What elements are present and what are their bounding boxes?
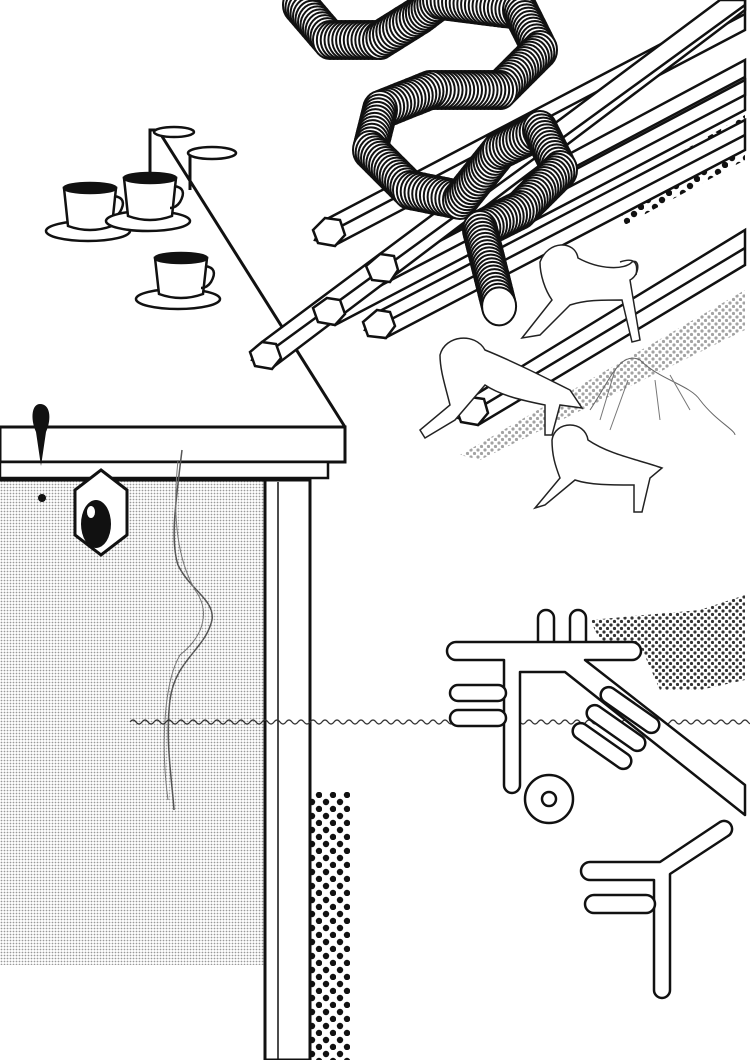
dot-cloud bbox=[590, 595, 745, 690]
eye-icon bbox=[73, 468, 129, 557]
dog-icon bbox=[532, 424, 664, 513]
coil-ring bbox=[481, 286, 518, 327]
glyph-symbol bbox=[445, 608, 747, 1000]
teardrop-icon bbox=[32, 404, 50, 466]
dog-icon bbox=[520, 244, 641, 343]
coffee-cups bbox=[44, 171, 222, 311]
cup-icon bbox=[134, 251, 222, 311]
dot-icon bbox=[38, 494, 46, 502]
cup-icon bbox=[104, 171, 192, 233]
cup-icon bbox=[44, 181, 132, 243]
wall-crack bbox=[167, 449, 213, 811]
coiled-tube bbox=[282, 0, 578, 327]
roof-slab bbox=[0, 425, 347, 464]
building-column bbox=[263, 478, 312, 1060]
dotted-strip bbox=[310, 792, 350, 1060]
dog-icon bbox=[419, 337, 584, 440]
dogs bbox=[419, 244, 736, 513]
